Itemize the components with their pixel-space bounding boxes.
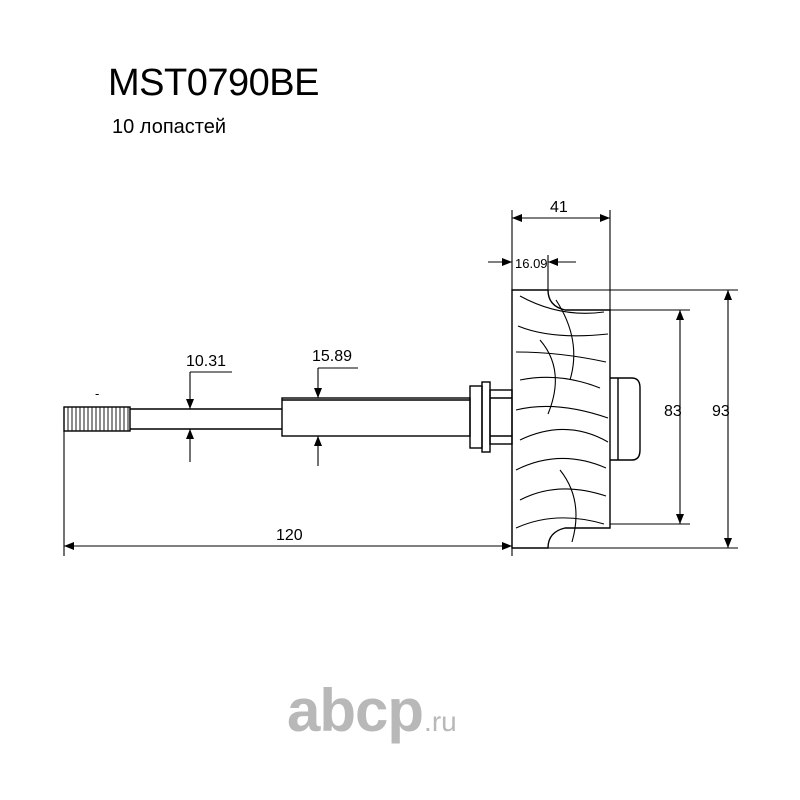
dimension-labels: 10.31 15.89 41 16.09 83 93 120 -: [95, 199, 730, 544]
total-length-label: 120: [276, 527, 303, 544]
inner-diameter-label: 83: [664, 403, 682, 420]
tick-mark: -: [95, 386, 99, 401]
blade-count-label: 10 лопастей: [112, 116, 227, 138]
shaft-large-diameter-label: 15.89: [312, 348, 352, 365]
shaft-large-section: [281, 397, 471, 437]
turbine-wheel: [511, 289, 641, 549]
logo-main-text: abcp: [287, 677, 424, 744]
blade-curves: [515, 295, 609, 543]
threaded-end: [63, 406, 131, 432]
wheel-width-label: 41: [550, 199, 568, 216]
collar-1: [469, 385, 483, 449]
thread-lines: [67, 407, 129, 431]
logo-suffix-text: .ru: [424, 706, 457, 737]
outer-diameter-label: 93: [712, 403, 730, 420]
part-number-title: MST0790BE: [108, 62, 319, 104]
dimension-lines: [63, 210, 738, 556]
abcp-logo: abcp.ru: [287, 676, 457, 745]
collar-2: [481, 381, 491, 453]
hub-offset-label: 16.09: [515, 256, 548, 271]
shaft-small-diameter-label: 10.31: [186, 353, 226, 370]
shaft: [63, 381, 513, 453]
